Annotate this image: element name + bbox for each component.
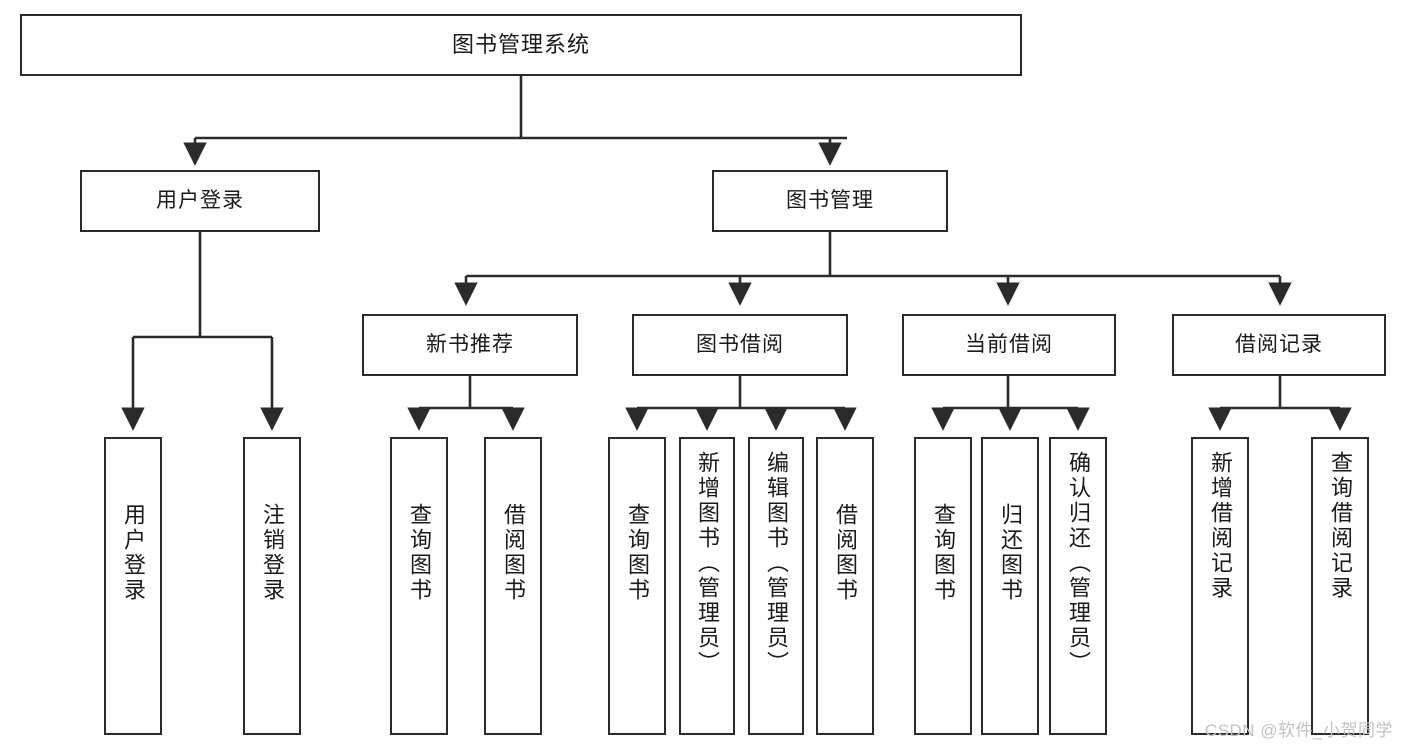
node-label: 用户登录 [121, 503, 146, 603]
watermark-text: CSDN @软件_小贺同学 [1204, 721, 1393, 740]
leaf-borrow-record-query[interactable]: 查询借阅记录 [1311, 437, 1369, 735]
leaf-current-borrow-query[interactable]: 查询图书 [914, 437, 972, 735]
node-label: 图书管理 [786, 188, 874, 212]
leaf-current-borrow-return[interactable]: 归还图书 [981, 437, 1039, 735]
node-new-book-recommend[interactable]: 新书推荐 [362, 314, 578, 376]
node-label: 查询图书 [625, 503, 650, 603]
leaf-book-borrow-borrow[interactable]: 借阅图书 [816, 437, 874, 735]
node-label: 图书借阅 [696, 332, 784, 356]
node-label: 新增图书（管理员） [695, 451, 720, 676]
leaf-new-book-borrow[interactable]: 借阅图书 [484, 437, 542, 735]
node-label: 查询图书 [931, 503, 956, 603]
leaf-current-borrow-confirm-return[interactable]: 确认归还（管理员） [1049, 437, 1107, 735]
node-label: 用户登录 [156, 188, 244, 212]
node-label: 查询图书 [407, 503, 432, 603]
node-current-borrow[interactable]: 当前借阅 [902, 314, 1116, 376]
node-label: 借阅图书 [833, 503, 858, 603]
node-label: 借阅记录 [1235, 332, 1323, 356]
node-label: 图书管理系统 [451, 32, 590, 58]
leaf-user-login-login[interactable]: 用户登录 [104, 437, 162, 735]
leaf-book-borrow-add[interactable]: 新增图书（管理员） [679, 437, 735, 735]
leaf-new-book-query[interactable]: 查询图书 [390, 437, 448, 735]
node-label: 新书推荐 [426, 332, 514, 356]
node-label: 编辑图书（管理员） [764, 451, 789, 676]
node-label: 注销登录 [260, 503, 285, 603]
node-label: 借阅图书 [501, 503, 526, 603]
node-label: 当前借阅 [965, 332, 1053, 356]
node-label: 归还图书 [998, 503, 1023, 603]
leaf-book-borrow-query[interactable]: 查询图书 [608, 437, 666, 735]
node-borrow-record[interactable]: 借阅记录 [1172, 314, 1386, 376]
node-book-management[interactable]: 图书管理 [712, 170, 948, 232]
leaf-borrow-record-add[interactable]: 新增借阅记录 [1191, 437, 1249, 735]
node-label: 新增借阅记录 [1208, 451, 1233, 601]
node-user-login[interactable]: 用户登录 [80, 170, 320, 232]
leaf-user-login-logout[interactable]: 注销登录 [243, 437, 301, 735]
node-label: 确认归还（管理员） [1066, 451, 1091, 676]
node-book-borrow[interactable]: 图书借阅 [632, 314, 848, 376]
node-label: 查询借阅记录 [1328, 451, 1353, 601]
node-root-system[interactable]: 图书管理系统 [20, 14, 1022, 76]
leaf-book-borrow-edit[interactable]: 编辑图书（管理员） [748, 437, 804, 735]
